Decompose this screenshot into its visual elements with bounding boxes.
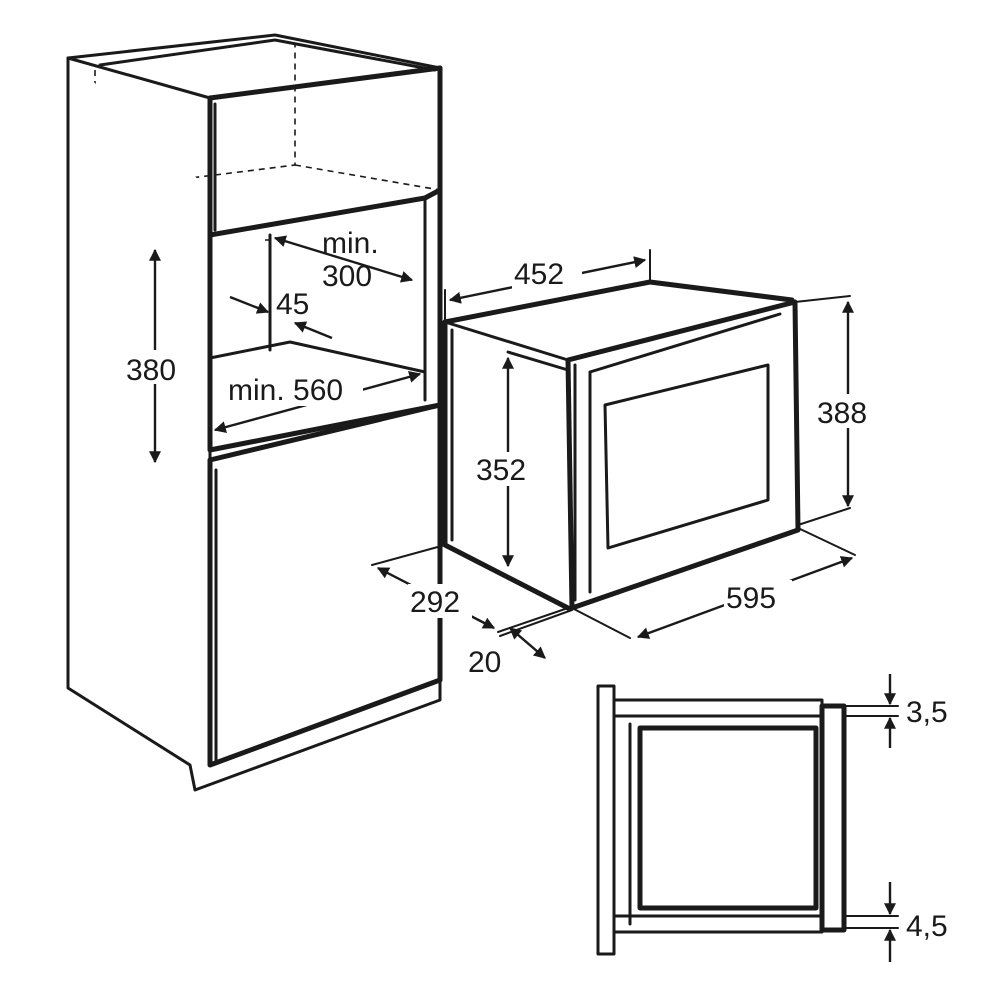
ext-388-top (794, 295, 851, 303)
appliance-door-window (603, 363, 770, 550)
dim-arrow-45-right (293, 321, 333, 340)
label-352: 352 (476, 454, 526, 487)
detail-outer-housing (612, 698, 824, 934)
label-20: 20 (468, 646, 501, 679)
label-595: 595 (726, 582, 776, 615)
appliance-inner-edge (506, 350, 570, 372)
dim-line-20 (509, 627, 546, 659)
cabinet-top-inner (98, 38, 437, 72)
label-452: 452 (514, 258, 564, 291)
label-292: 292 (410, 586, 460, 619)
label-min: min. (322, 227, 379, 260)
label-45: 45 (276, 288, 309, 321)
detail-cavity (637, 725, 819, 911)
appliance-dimensions: 452 352 388 292 595 20 (371, 249, 883, 679)
dim-line-min-300 (273, 235, 414, 283)
ext-292-front (497, 607, 569, 633)
dim-arrow-45-left (229, 295, 270, 314)
cabinet-side-panel (66, 56, 442, 792)
cabinet-dimensions: min. 300 45 380 min. 560 (122, 227, 422, 464)
ext-595-right (797, 527, 856, 556)
cabinet-drawing (66, 33, 443, 792)
label-gap-bottom: 4,5 (906, 910, 948, 943)
label-min-560: min. 560 (228, 374, 343, 407)
appliance-front-top-edge (443, 320, 570, 362)
label-300: 300 (322, 260, 372, 293)
ext-388-bottom (797, 507, 851, 526)
appliance-front-frame (565, 299, 801, 611)
detail-section: 3,5 4,5 (596, 674, 948, 962)
label-gap-top: 3,5 (906, 696, 948, 729)
label-388: 388 (817, 397, 867, 430)
ext-20 (499, 609, 573, 637)
detail-wall (596, 684, 616, 956)
appliance-frame-inner-top (588, 312, 782, 374)
ext-292-back (371, 544, 446, 566)
appliance-drawing (442, 279, 801, 611)
label-380: 380 (126, 354, 176, 387)
upper-compartment (207, 65, 443, 238)
detail-door (819, 703, 847, 933)
cabinet-top-front (207, 65, 443, 101)
ext-595-left (571, 607, 631, 639)
niche-shelf-back (208, 340, 427, 374)
